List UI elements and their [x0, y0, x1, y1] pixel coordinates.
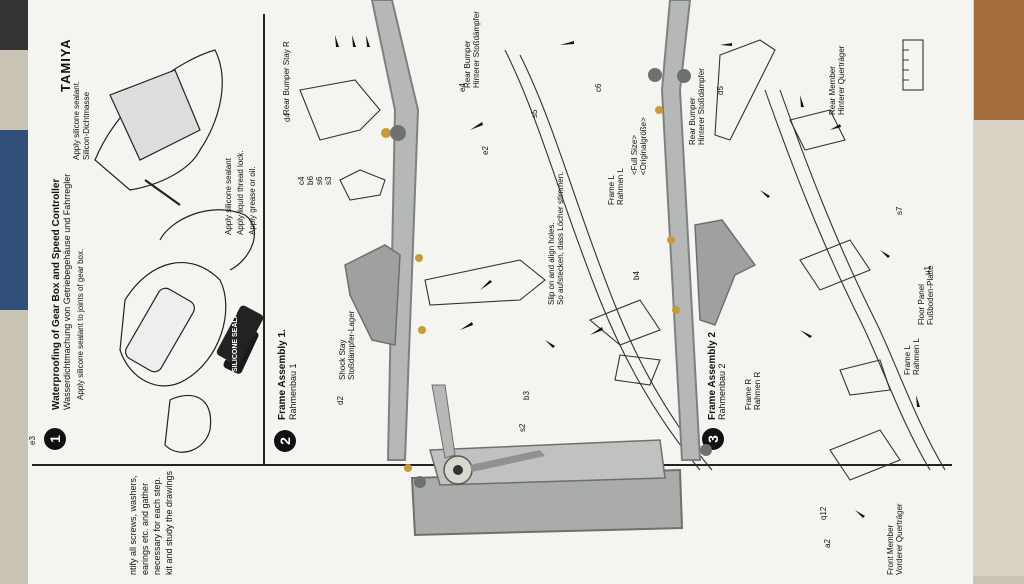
label-front-member: Front Member	[886, 524, 895, 575]
part-code: d2	[336, 396, 345, 405]
wooden-table-edge	[974, 0, 1024, 120]
part-code: b3	[522, 391, 531, 400]
note-slip-align-de: So aufstecken, dass Löcher stimmen.	[556, 171, 565, 305]
part-code: b4	[632, 271, 641, 280]
label-rear-bumper: Rear Bumper	[463, 40, 472, 88]
step-title: Waterproofing of Gear Box and Speed Cont…	[51, 178, 62, 410]
label-rear-member-de: Hinterer Querträger	[837, 45, 846, 115]
label-shock-stay-de: Stoßdämpfer-Lager	[347, 310, 356, 380]
divider	[32, 464, 952, 466]
part-code: q12	[819, 506, 828, 520]
label-frame-l: Frame L	[607, 175, 616, 205]
label-rear-member: Rear Member	[828, 66, 837, 115]
part-code: c4	[297, 176, 306, 185]
note-full-size-de: <Originalgröße>	[639, 117, 648, 175]
part-code: e2	[481, 146, 490, 155]
label-floor-panel: Floor Panel	[917, 284, 926, 325]
part-code: a2	[823, 539, 832, 548]
part-code: c6	[594, 83, 603, 92]
label-frame-l-2: Frame L	[903, 345, 912, 375]
part-code: d5	[716, 86, 725, 95]
note-full-size: <Full Size>	[630, 134, 639, 175]
step-number: 3	[702, 428, 724, 450]
bottle-label: SILICONE SEALANT	[232, 303, 239, 372]
step-number: 2	[274, 430, 296, 452]
step-subtitle: Rahmenbau 2	[717, 363, 727, 420]
label-shock-stay: Shock Stay	[338, 339, 347, 380]
legend-grease: Apply grease or oil.	[248, 166, 257, 235]
step-subtitle: Rahmenbau 1	[288, 363, 298, 420]
note-sealant-joints: Apply silicone sealant to joints of gear…	[76, 248, 85, 400]
divider	[263, 14, 265, 464]
part-code: s3	[324, 176, 333, 185]
brand-logo: TAMIYA	[58, 38, 73, 92]
step-title: Frame Assembly 1.	[277, 329, 288, 420]
note-slip-align: Slip on and align holes.	[547, 222, 556, 305]
label-rear-bumper-2: Rear Bumper	[688, 97, 697, 145]
label-frame-r: Frame R	[744, 378, 753, 410]
part-code: u1	[923, 266, 932, 275]
label-frame-l-2-de: Rahmen L	[912, 338, 921, 375]
instruction-text-line: ntify all screws, washers,	[128, 475, 138, 575]
part-code: s5	[530, 109, 539, 118]
part-code: s6	[315, 176, 324, 185]
product-card	[0, 130, 32, 310]
part-code: d4	[283, 113, 292, 122]
label-rear-bumper-de: Hinterer Stoßdämpfer	[472, 11, 481, 88]
note-sealant: Apply silicone sealant.	[72, 80, 81, 160]
legend-thread-lock: Apply liquid thread lock.	[236, 150, 245, 236]
step-subtitle: Wasserdichtmachung von Getriebegehäuse u…	[62, 173, 72, 410]
instruction-text-line: earings etc. and gather	[140, 482, 150, 575]
label-frame-r-de: Rahmen R	[753, 371, 762, 410]
label-rear-bumper-stay: Rear Bumper Stay R	[282, 41, 291, 115]
label-frame-l-de: Rahmen L	[616, 168, 625, 205]
note-sealant-de: Silicon-Dichtmasse	[82, 91, 91, 160]
part-code: s7	[895, 206, 904, 215]
part-code: s2	[518, 423, 527, 432]
instruction-text-line: kit and study the drawings	[164, 470, 174, 575]
part-code: e3	[28, 436, 37, 445]
part-code: b6	[306, 176, 315, 185]
part-code: e4	[458, 83, 467, 92]
label-rear-bumper-2-de: Hinterer Stoßdämpfer	[697, 68, 706, 145]
label-front-member-de: Vorderer Querträger	[895, 503, 904, 575]
instruction-text-line: necessary for each step.	[152, 476, 162, 575]
legend-sealant: Apply silicone sealant	[224, 158, 233, 235]
step-number: 1	[44, 428, 66, 450]
